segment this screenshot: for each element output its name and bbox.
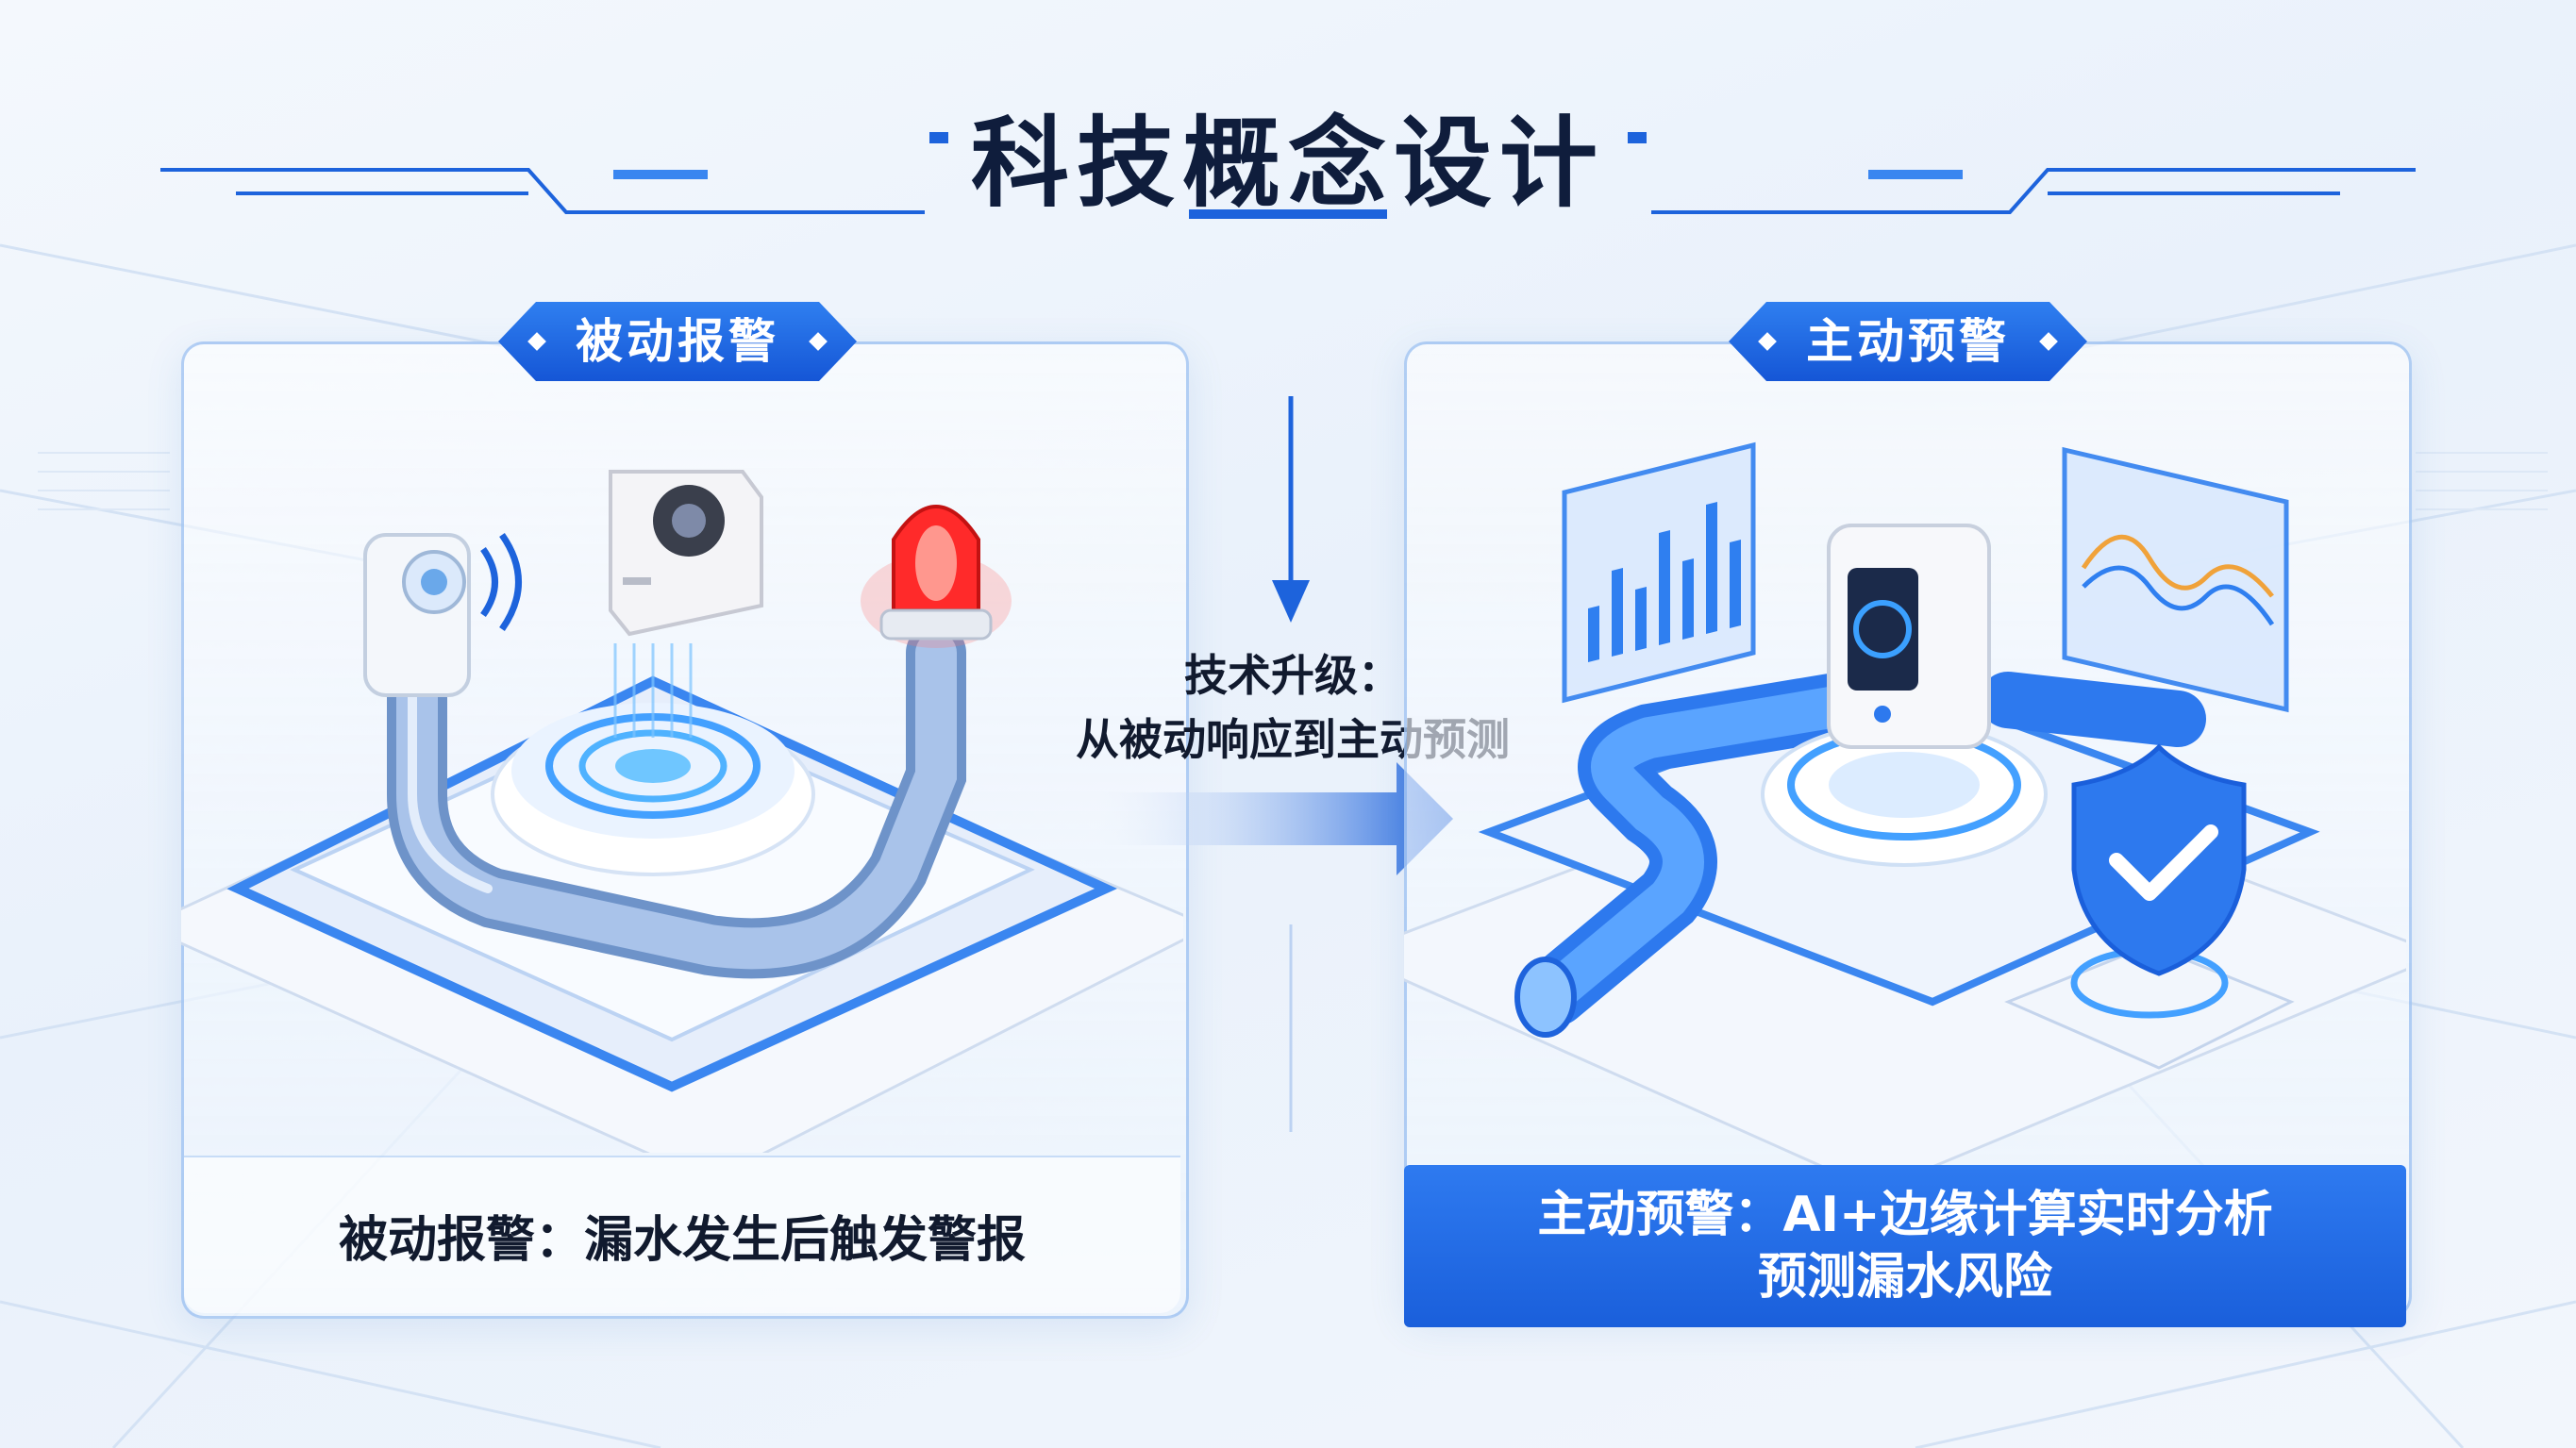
arrow-right-icon bbox=[1076, 762, 1453, 875]
water-pipe bbox=[387, 623, 966, 979]
arrow-down-icon bbox=[1272, 396, 1310, 623]
active-warning-tag: 主动预警 bbox=[1729, 302, 2087, 381]
dashboard-bar-chart-icon bbox=[1562, 441, 1756, 704]
active-warning-tag-label: 主动预警 bbox=[1806, 314, 2010, 369]
tag-diamond-icon bbox=[1758, 332, 1777, 351]
tag-diamond-icon bbox=[2039, 332, 2058, 351]
passive-alarm-tag: 被动报警 bbox=[498, 302, 857, 381]
center-sensor-disc bbox=[491, 643, 815, 876]
active-warning-caption-line1: 主动预警：AI+边缘计算实时分析 bbox=[1537, 1187, 2273, 1243]
active-warning-illustration bbox=[1404, 441, 2406, 1172]
alarm-beacon-icon bbox=[861, 505, 1012, 648]
passive-alarm-caption: 被动报警：漏水发生后触发警报 bbox=[184, 1156, 1180, 1313]
transition-arrows bbox=[1076, 396, 1453, 1132]
upgrade-heading: 技术升级： bbox=[1184, 650, 1401, 701]
edge-device-icon bbox=[1761, 524, 2048, 867]
active-warning-caption: 主动预警：AI+边缘计算实时分析 预测漏水风险 bbox=[1404, 1165, 2406, 1327]
motion-sensor-icon bbox=[363, 532, 522, 697]
passive-alarm-tag-label: 被动报警 bbox=[576, 314, 779, 369]
camera-icon bbox=[609, 470, 763, 637]
dashboard-line-chart-icon bbox=[2062, 446, 2289, 713]
tag-diamond-icon bbox=[527, 332, 546, 351]
shield-check-icon bbox=[2004, 743, 2295, 1070]
water-pipe bbox=[1514, 666, 2206, 1038]
tag-diamond-icon bbox=[809, 332, 828, 351]
active-warning-caption-line2: 预测漏水风险 bbox=[1757, 1249, 2052, 1306]
page-title: 科技概念设计 bbox=[970, 106, 1605, 221]
title-decoration bbox=[160, 132, 2416, 219]
passive-alarm-illustration bbox=[181, 470, 1183, 1153]
